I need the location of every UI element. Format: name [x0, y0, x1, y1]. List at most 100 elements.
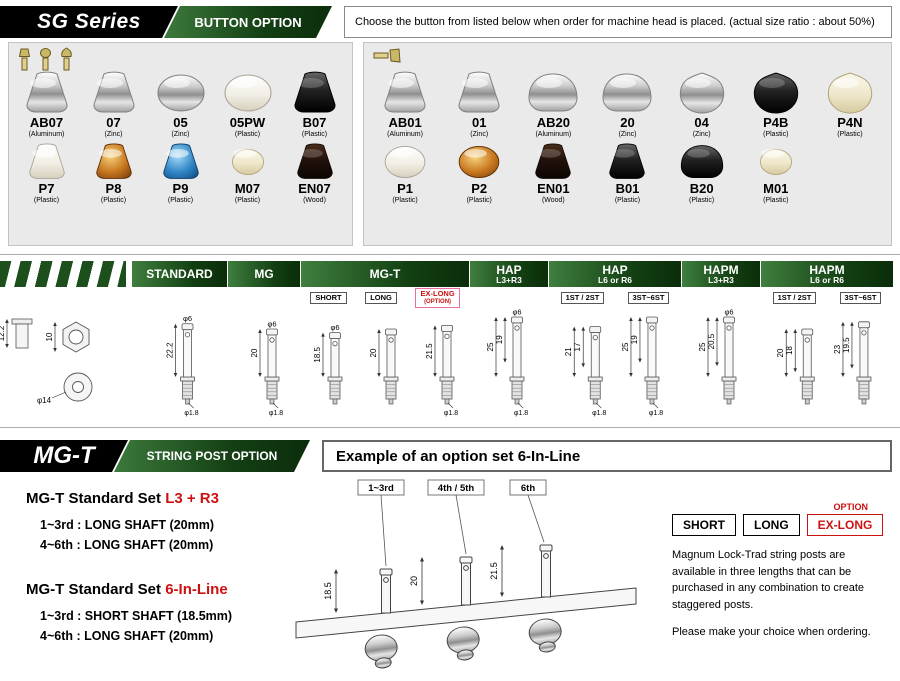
button-graphic-05PW: [224, 74, 271, 112]
diagram-label: 4th / 5th: [438, 483, 475, 494]
button-item-EN07: EN07(Wood): [281, 141, 348, 207]
button-material: (Zinc): [171, 131, 190, 138]
button-row: AB01(Aluminum)01(Zinc)AB20(Aluminum)20(Z…: [368, 69, 887, 141]
spec-title: HAP: [496, 262, 522, 277]
dim-label: 19: [630, 335, 639, 344]
button-material: (Aluminum): [28, 131, 65, 138]
dim-label: 25: [486, 342, 495, 351]
dim-18-5: 18.5: [323, 569, 338, 613]
button-code: P1: [397, 181, 414, 196]
diagram-label: 6th: [521, 483, 535, 494]
series-banner: SG Series: [0, 6, 178, 38]
header-note-text: Choose the button from listed below when…: [355, 16, 875, 28]
set-title-prefix: MG-T Standard Set: [26, 581, 166, 598]
button-item-M07: M07(Plastic): [214, 141, 281, 207]
button-graphic-M01: [759, 149, 792, 175]
button-option-banner: BUTTON OPTION: [164, 6, 332, 38]
button-item-P1: P1(Plastic): [368, 141, 442, 207]
button-graphic-B01: [609, 143, 646, 179]
button-code: 20: [620, 115, 635, 130]
machine-head-icon: [61, 47, 72, 71]
spec-subtitle: L3+R3: [496, 274, 522, 285]
button-item-P4N: P4N(Plastic): [813, 69, 887, 141]
length-options: SHORT LONG EX-LONG: [672, 514, 884, 536]
spec-tag: LONG: [365, 292, 397, 304]
dim-label: 17: [573, 342, 582, 351]
button-panel-left: AB07(Aluminum)07(Zinc)05(Zinc)05PW(Plast…: [8, 42, 353, 246]
dim-label: 20: [369, 348, 378, 357]
button-material: (Plastic): [301, 131, 328, 138]
svg-text:18.5: 18.5: [323, 582, 333, 600]
button-material: (Wood): [541, 197, 565, 204]
button-item-P4B: P4B(Plastic): [739, 69, 813, 141]
button-code: B07: [302, 115, 327, 130]
button-material: (Plastic): [33, 197, 60, 204]
button-graphic-05: [157, 74, 204, 112]
tip-dia-label: φ1.8: [184, 410, 198, 417]
spec-tag: EX-LONG(OPTION): [415, 288, 460, 308]
button-code: M07: [234, 181, 261, 196]
button-material: (Plastic): [234, 197, 261, 204]
dim-label: 19.5: [842, 337, 851, 353]
headstock-plate: [295, 587, 637, 639]
spec-tag: 3ST~6ST: [627, 292, 670, 304]
set-title-prefix: MG-T Standard Set: [26, 490, 166, 507]
button-item-AB20: AB20(Aluminum): [516, 69, 590, 141]
button-material: (Plastic): [688, 197, 715, 204]
spec-title: MG-T: [369, 267, 401, 281]
button-material: (Zinc): [618, 131, 637, 138]
button-graphic-P4N: [827, 72, 872, 114]
button-graphic-P1: [384, 146, 426, 178]
set-title: MG-T Standard Set 6-In-Line: [26, 581, 270, 598]
button-material: (Plastic): [763, 131, 789, 138]
dim-label: 20: [776, 348, 785, 357]
button-material: (Plastic): [100, 197, 127, 204]
button-item-20: 20(Zinc): [590, 69, 664, 141]
button-material: (Plastic): [763, 197, 789, 204]
button-row: P7(Plastic)P8(Plastic)P9(Plastic)M07(Pla…: [13, 141, 348, 207]
button-material: (Plastic): [466, 197, 492, 204]
button-material: (Plastic): [167, 197, 194, 204]
spec-header: MG: [228, 261, 300, 287]
example-box: Example of an option set 6-In-Line: [322, 440, 892, 472]
button-item-B20: B20(Plastic): [665, 141, 739, 207]
option-paragraph: Magnum Lock-Trad string posts are availa…: [672, 549, 865, 611]
button-code: AB20: [536, 115, 570, 130]
dia-label: φ6: [724, 308, 733, 317]
spec-title: MG: [254, 267, 274, 281]
dim-label: 20: [250, 348, 259, 357]
spec-tag: SHORT: [310, 292, 347, 304]
spec-tags: [228, 289, 300, 307]
header-note-box: Choose the button from listed below when…: [344, 6, 892, 38]
panel-left-icons: [17, 47, 74, 71]
string-post: [459, 556, 473, 606]
button-graphic-P4B: [753, 72, 798, 114]
button-material: (Aluminum): [535, 131, 572, 138]
dim-label: 23: [833, 344, 842, 353]
spec-title: HAP: [602, 262, 628, 277]
button-material: (Aluminum): [387, 131, 423, 138]
machine-head-icon: [18, 48, 31, 71]
button-material: (Zinc): [692, 131, 711, 138]
button-item-07: 07(Zinc): [80, 69, 147, 141]
button-item-AB07: AB07(Aluminum): [13, 69, 80, 141]
spec-tags: SHORT LONG EX-LONG(OPTION): [301, 288, 469, 308]
washer-dia-label: φ14: [37, 396, 52, 405]
spec-tag-sub: (OPTION): [424, 299, 452, 305]
spec-title: STANDARD: [146, 267, 213, 281]
option-header: MG-T STRING POST OPTION Example of an op…: [0, 440, 892, 472]
tuner-housing: [528, 618, 562, 653]
tip-dia-label: φ1.8: [514, 410, 528, 417]
series-title: SG Series: [37, 10, 141, 33]
example-text: Example of an option set 6-In-Line: [336, 447, 581, 465]
button-code: EN07: [298, 181, 331, 196]
string-post-option-banner: STRING POST OPTION: [114, 440, 310, 472]
mgt-banner: MG-T: [0, 440, 128, 472]
